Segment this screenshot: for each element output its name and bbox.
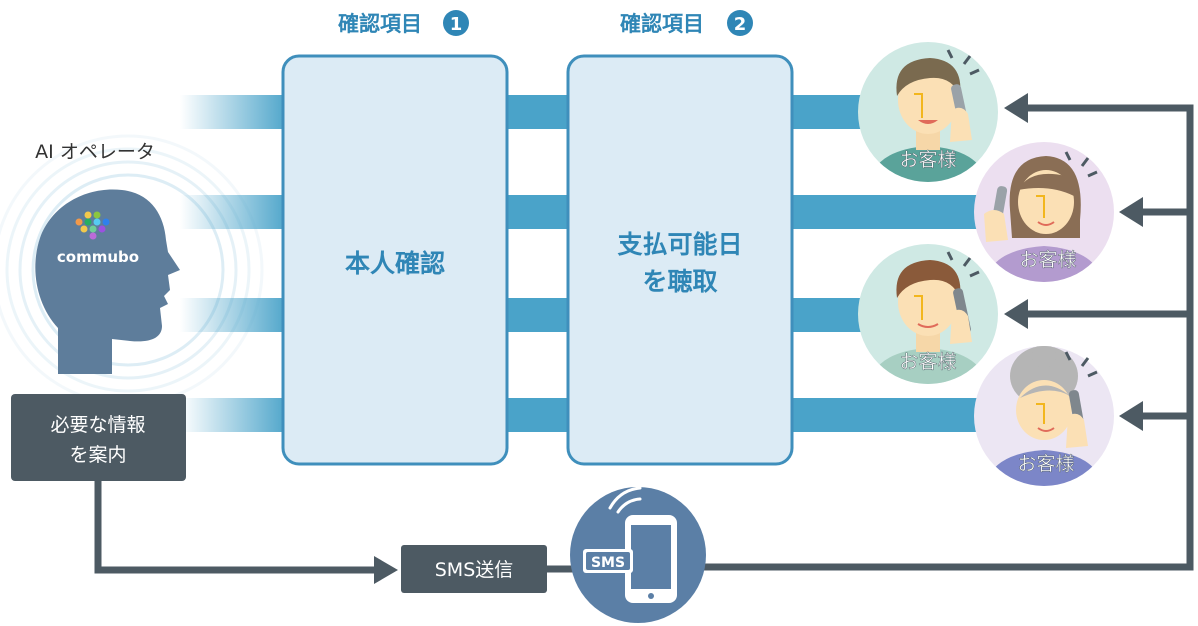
customer-3-icon: お客様 — [858, 244, 998, 384]
customer-2-label: お客様 — [1019, 249, 1076, 271]
return-arrow-2-icon — [1119, 197, 1143, 227]
return-arrow-3-icon — [1004, 299, 1028, 329]
customer-3-label: お客様 — [899, 351, 956, 373]
return-arrow-1-icon — [1004, 93, 1028, 123]
customer-2-icon: お客様 — [974, 142, 1114, 282]
step-1-number-badge — [443, 10, 469, 36]
return-line — [700, 104, 1194, 571]
sms-send-box — [401, 545, 547, 593]
step-1-box-text: 本人確認 — [345, 249, 445, 278]
sms-phone-icon: SMS — [570, 486, 706, 623]
customer-1-icon: お客様 — [858, 42, 998, 182]
step-2-header-label: 確認項目 — [620, 12, 704, 36]
guide-box — [11, 394, 186, 481]
operator-label: AI オペレータ — [35, 141, 155, 163]
return-arrow-4-icon — [1119, 401, 1143, 431]
step-2-number-badge — [727, 10, 753, 36]
sms-send-label: SMS送信 — [435, 559, 514, 581]
step-2-box-text-line-1: 支払可能日 — [617, 230, 742, 259]
step-header-2: 確認項目 2 — [620, 10, 753, 36]
customer-1-label: お客様 — [899, 149, 956, 171]
guide-box-line-1: 必要な情報 — [50, 414, 145, 436]
sms-flow-arrow-icon — [374, 556, 398, 584]
step-2-number: 2 — [734, 14, 747, 35]
step-box-2 — [566, 54, 794, 466]
step-1-number: 1 — [450, 14, 463, 35]
customer-4-label: お客様 — [1017, 453, 1074, 475]
step-2-box-text-line-2: を聴取 — [642, 267, 717, 296]
guide-box-line-2: を案内 — [69, 444, 126, 466]
sms-flow-line — [94, 481, 380, 574]
customer-4-icon: お客様 — [974, 346, 1114, 486]
sms-icon-text: SMS — [591, 555, 625, 571]
step-header-1: 確認項目 1 — [338, 10, 469, 36]
ai-head-icon: commubo — [35, 189, 180, 374]
commubo-logo-text: commubo — [57, 248, 139, 266]
step-box-1 — [281, 54, 509, 466]
step-1-header-label: 確認項目 — [338, 12, 422, 36]
